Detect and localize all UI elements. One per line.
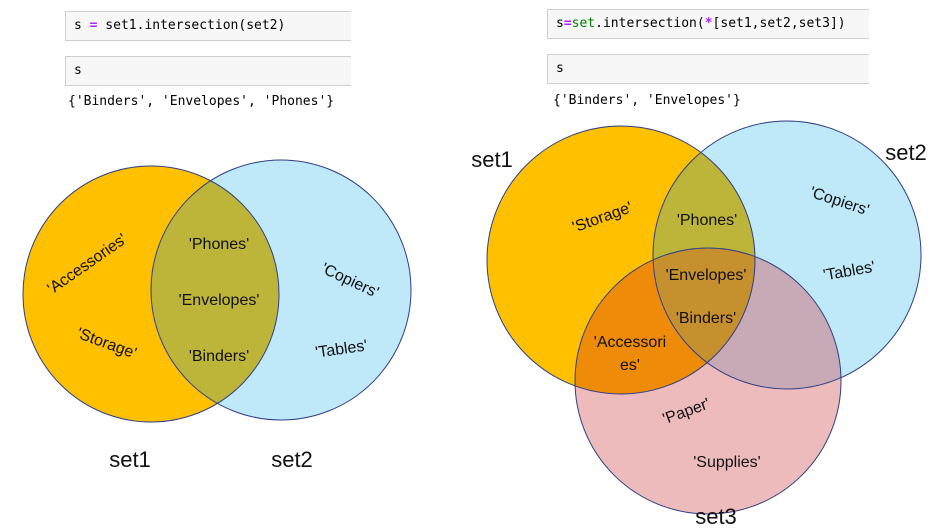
code-var: s <box>556 16 564 31</box>
label: 'Envelopes' <box>666 267 747 284</box>
label: 'Binders' <box>676 310 736 327</box>
code-cell-left-1[interactable]: s = set1.intersection(set2) <box>65 11 351 41</box>
label: 'Phones' <box>677 212 737 229</box>
code-cell-right-1[interactable]: s=set.intersection(*[set1,set2,set3]) <box>547 9 869 39</box>
label: 'Accessori <box>594 334 666 351</box>
code-op: = <box>563 16 572 31</box>
set-name: set2 <box>885 140 927 165</box>
code-cell-right-2[interactable]: s <box>547 54 869 84</box>
label: 'Binders' <box>189 348 249 365</box>
output-left: {'Binders', 'Envelopes', 'Phones'} <box>68 94 335 109</box>
code-kw: set <box>571 16 596 31</box>
set-name: set1 <box>471 147 513 172</box>
venn-left-intersection <box>151 166 279 420</box>
label: 'Phones' <box>189 236 249 253</box>
label: 'Supplies' <box>693 454 760 471</box>
code-mid: .intersection( <box>595 16 705 31</box>
set-name: set3 <box>695 504 737 529</box>
label: es' <box>620 357 640 374</box>
code-cell-left-2[interactable]: s <box>65 56 351 86</box>
code-star: * <box>704 16 713 31</box>
set-name: set1 <box>109 447 151 472</box>
set-name: set2 <box>271 447 313 472</box>
code-rest: [set1,set2,set3]) <box>712 16 846 31</box>
code-rest: set1.intersection(set2) <box>97 18 286 33</box>
code-op: = <box>89 18 98 33</box>
code-var: s <box>74 18 82 33</box>
label: 'Envelopes' <box>179 292 260 309</box>
output-right: {'Binders', 'Envelopes'} <box>553 93 741 108</box>
